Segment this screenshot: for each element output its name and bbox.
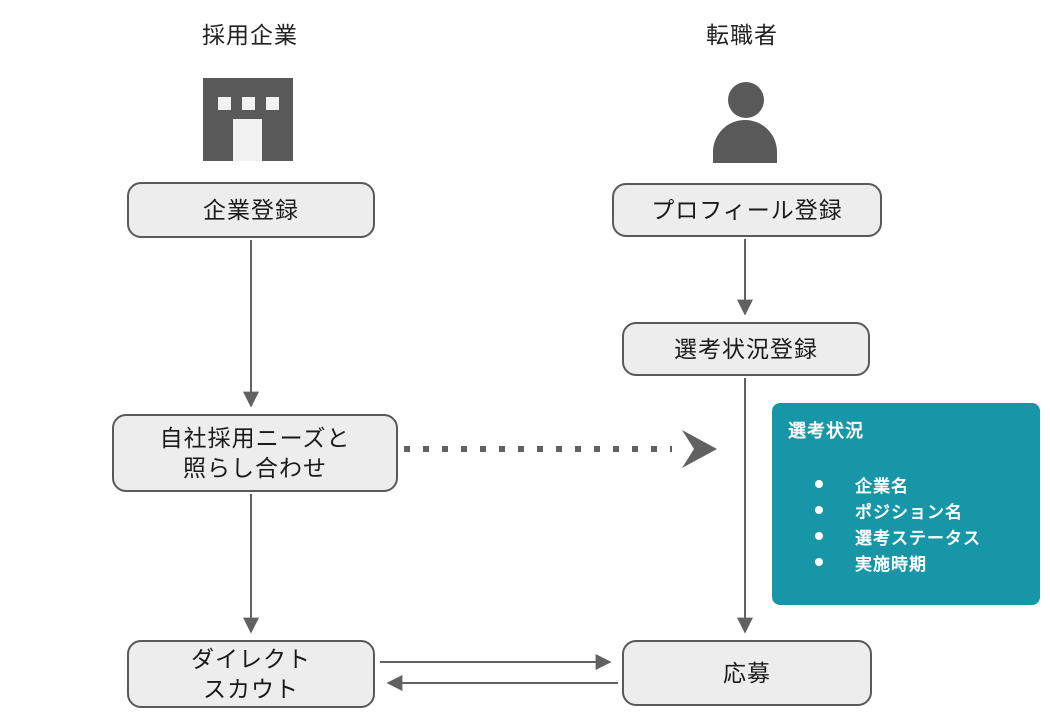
bullet-icon: [815, 532, 823, 540]
panel-item: 実施時期: [788, 549, 1024, 575]
panel-item: ポジション名: [788, 497, 1024, 523]
building-window-icon: [266, 97, 279, 110]
actor-label-jobseeker: 転職者: [706, 22, 778, 48]
person-head-icon: [728, 82, 764, 118]
building-window-icon: [218, 97, 231, 110]
node-profile-registration: プロフィール登録: [612, 183, 882, 237]
bullet-icon: [815, 480, 823, 488]
building-window-icon: [242, 97, 255, 110]
dotted-arrowhead-icon: [682, 430, 717, 468]
person-icon: [712, 80, 778, 163]
panel-item-list: 企業名 ポジション名 選考ステータス 実施時期: [788, 471, 1024, 575]
building-door-icon: [233, 119, 262, 161]
bullet-icon: [815, 558, 823, 566]
person-body-icon: [713, 120, 777, 163]
node-direct-scout: ダイレクト スカウト: [127, 640, 375, 708]
bullet-icon: [815, 506, 823, 514]
panel-item: 選考ステータス: [788, 523, 1024, 549]
node-selection-status-registration: 選考状況登録: [622, 322, 870, 376]
building-icon: [203, 78, 293, 161]
panel-title: 選考状況: [788, 421, 864, 441]
node-match-hiring-needs: 自社採用ニーズと 照らし合わせ: [112, 414, 398, 492]
selection-status-panel: 選考状況 企業名 ポジション名 選考ステータス 実施時期: [772, 403, 1040, 605]
actor-label-company: 採用企業: [202, 22, 298, 48]
node-company-registration: 企業登録: [127, 182, 375, 238]
node-apply: 応募: [622, 640, 872, 706]
panel-item: 企業名: [788, 471, 1024, 497]
